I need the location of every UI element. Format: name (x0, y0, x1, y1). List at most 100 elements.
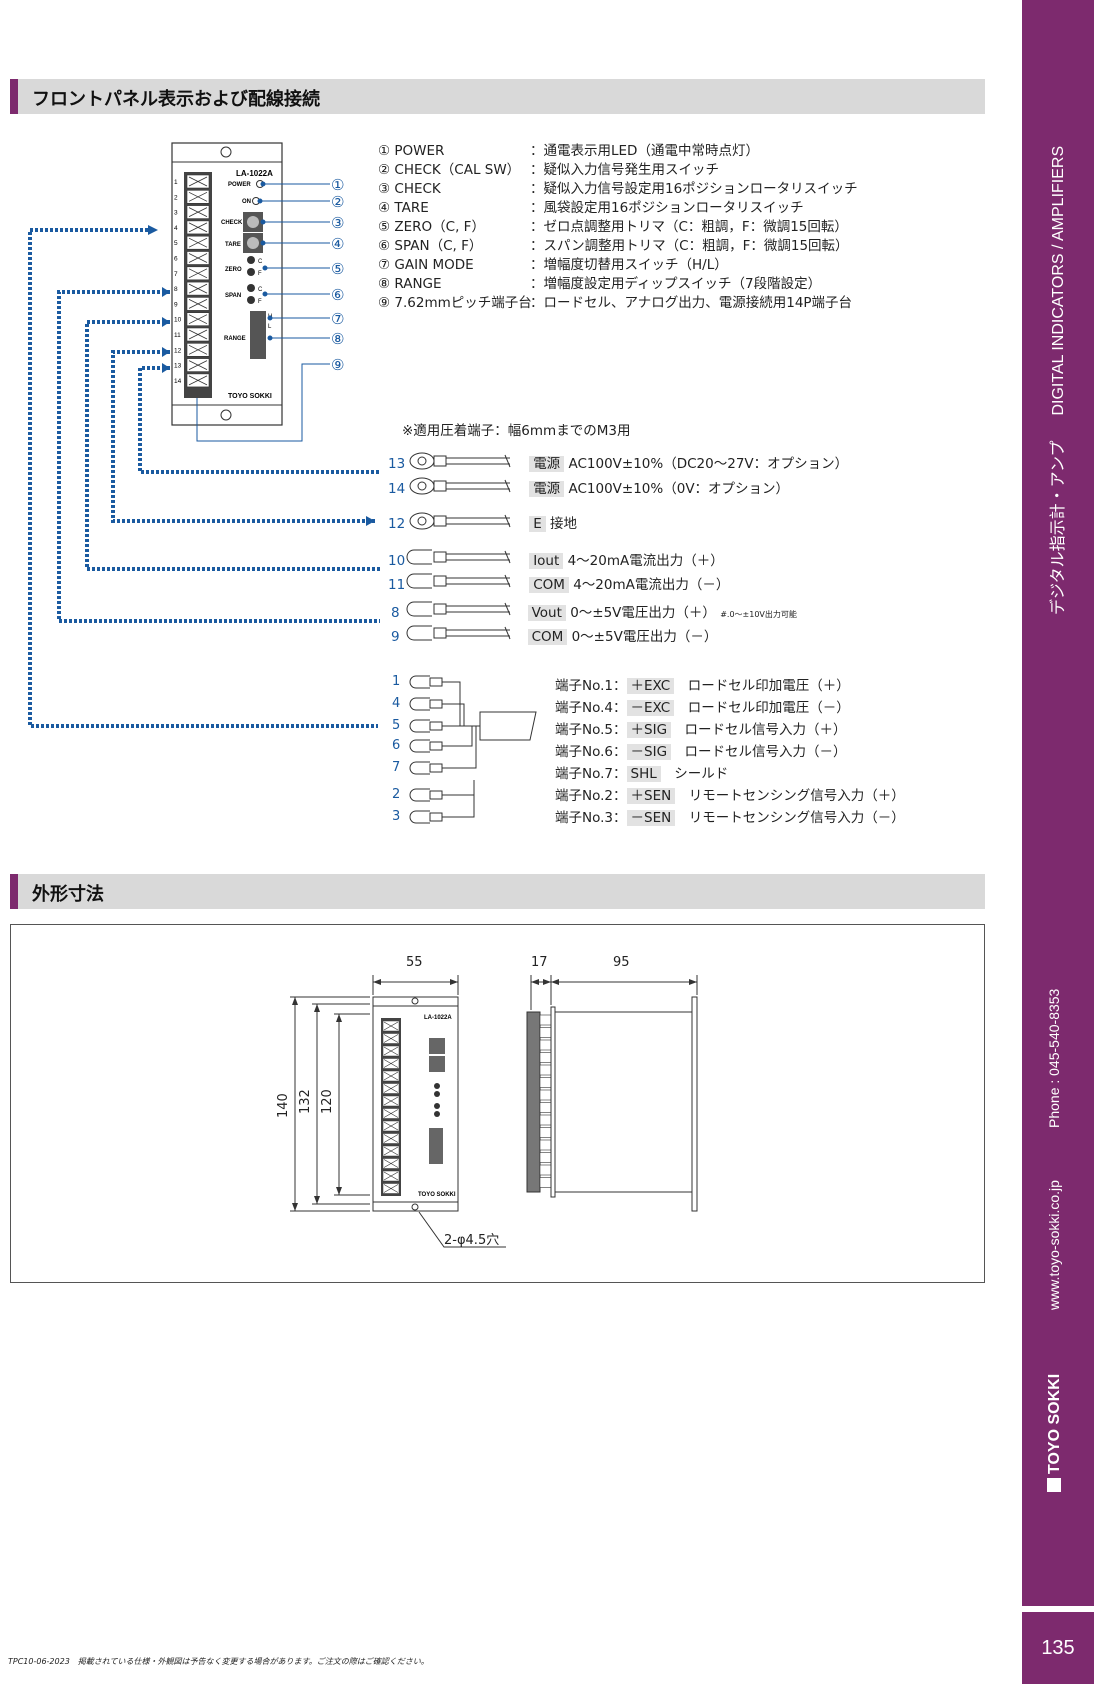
callout-7: ⑦ (331, 310, 344, 328)
fork-terminal-icon (409, 761, 430, 775)
fork-terminal-icon (406, 549, 432, 565)
fork-terminal-icon (406, 573, 432, 589)
dim-55: 55 (406, 955, 423, 970)
panel-tare-label: TARE (225, 242, 241, 248)
terminal-number: 10 (174, 317, 182, 324)
fv-model: LA-1022A (424, 1015, 452, 1021)
range-dip-switch-icon (250, 311, 266, 359)
section-title: 外形寸法 (32, 884, 104, 905)
wiring-diagram: LA-1022A POWER ON CHECK TARE ZERO C F SP… (28, 142, 537, 824)
dim-132: 132 (298, 1089, 313, 1114)
legend-item: ⑦ GAIN MODE：増幅度切替用スイッチ（H/L） (378, 257, 728, 273)
terminal-number: 4 (174, 225, 178, 232)
side-view (526, 996, 698, 1212)
panel-check-label: CHECK (221, 220, 243, 226)
loadcell-cable-icon (479, 711, 537, 741)
callout-3: ③ (331, 214, 344, 232)
dimension-drawing: LA-1022A TOYO SOKKI 55 (276, 955, 698, 1248)
legend-item: ③ CHECK：疑似入力信号設定用16ポジションロータリスイッチ (378, 181, 858, 197)
legend-item: ⑨ 7.62mmピッチ端子台：ロードセル、アナログ出力、電源接続用14P端子台 (378, 295, 853, 311)
fork-terminal-icon (409, 675, 430, 689)
section-header-dimensions: 外形寸法 (10, 874, 985, 909)
legend-item: ④ TARE：風袋設定用16ポジションロータリスイッチ (378, 200, 804, 216)
callout-4: ④ (331, 235, 344, 253)
svg-text:C: C (258, 259, 263, 265)
legend-item: ② CHECK（CAL SW）：疑似入力信号発生用スイッチ (378, 162, 719, 178)
fv-brand: TOYO SOKKI (418, 1192, 456, 1198)
section-header-front-panel: フロントパネル表示および配線接続 (10, 79, 985, 114)
brand-logo-icon (1047, 1478, 1061, 1492)
fork-terminal-icon (406, 625, 432, 641)
side-web: www.toyo-sokki.co.jp (1046, 1180, 1062, 1310)
dim-95: 95 (613, 955, 630, 970)
dim-120: 120 (320, 1089, 335, 1114)
dimension-frame (10, 924, 985, 1283)
pin-row: 端子No.4：－EXC ロードセル印加電圧（－） (555, 700, 850, 716)
fork-terminal-icon (409, 788, 430, 802)
panel-zero-label: ZERO (225, 267, 242, 273)
panel-span-label: SPAN (225, 293, 241, 299)
callout-5: ⑤ (331, 260, 344, 278)
svg-text:F: F (258, 271, 262, 277)
svg-text:F: F (258, 299, 262, 305)
span-c-trimmer-icon (247, 284, 255, 292)
terminal-number: 2 (174, 194, 178, 201)
crimp-note: ※適用圧着端子：幅6mmまでのM3用 (402, 423, 631, 439)
terminal-number: 3 (174, 210, 178, 217)
callout-2: ② (331, 193, 344, 211)
callout-6: ⑥ (331, 286, 344, 304)
terminal-number: 13 (174, 363, 182, 370)
front-panel-module (171, 142, 283, 426)
panel-range-label: RANGE (224, 336, 246, 342)
dim-hole: 2-φ4.5穴 (444, 1233, 499, 1248)
zero-c-trimmer-icon (247, 256, 255, 264)
panel-on-label: ON (242, 199, 251, 205)
fork-terminal-icon (409, 739, 430, 753)
side-band: デジタル指示計・アンプ DIGITAL INDICATORS / AMPLIFI… (1022, 0, 1094, 1606)
fork-terminal-icon (409, 697, 430, 711)
side-title-jp: デジタル指示計・アンプ (1050, 440, 1067, 615)
legend-item: ⑤ ZERO（C, F）：ゼロ点調整用トリマ（C：粗調，F：微調15回転） (378, 219, 848, 235)
section-title: フロントパネル表示および配線接続 (32, 89, 320, 110)
panel-power-label: POWER (228, 182, 251, 188)
fork-terminal-icon (409, 810, 430, 824)
panel-brand: TOYO SOKKI (228, 393, 272, 400)
legend-item: ① POWER：通電表示用LED（通電中常時点灯） (378, 143, 759, 159)
terminal-number: 12 (174, 347, 182, 354)
dim-140: 140 (276, 1093, 291, 1118)
callout-1: ① (331, 176, 344, 194)
dim-17: 17 (531, 955, 548, 970)
fork-terminal-icon (409, 719, 430, 733)
zero-f-trimmer-icon (247, 268, 255, 276)
terminal-number: 8 (174, 286, 178, 293)
svg-text:L: L (268, 324, 272, 330)
terminal-number: 9 (174, 301, 178, 308)
span-f-trimmer-icon (247, 296, 255, 304)
side-phone: Phone : 045-540-8353 (1046, 988, 1062, 1128)
pin-row: 端子No.3：－SEN リモートセンシング信号入力（－） (555, 810, 905, 826)
terminal-number: 5 (174, 240, 178, 247)
pin-row: 端子No.5：＋SIG ロードセル信号入力（＋） (555, 722, 847, 738)
panel-model: LA-1022A (236, 169, 273, 178)
pin-row: 端子No.7：SHL シールド (555, 766, 729, 782)
pin-row: 端子No.1：＋EXC ロードセル印加電圧（＋） (555, 678, 850, 694)
terminal-number: 14 (174, 378, 182, 385)
terminal-number: 1 (174, 179, 178, 186)
pin-row: 端子No.6：－SIG ロードセル信号入力（－） (555, 744, 847, 760)
callout-9: ⑨ (331, 356, 344, 374)
pin-row: 端子No.2：＋SEN リモートセンシング信号入力（＋） (555, 788, 905, 804)
front-view (372, 996, 459, 1212)
callout-8: ⑧ (331, 330, 344, 348)
side-title-en: DIGITAL INDICATORS / AMPLIFIERS (1050, 145, 1067, 416)
terminal-number: 6 (174, 256, 178, 263)
legend-item: ⑧ RANGE：増幅度設定用ディップスイッチ（7段階設定） (378, 276, 822, 292)
footer-note: TPC10-06-2023 掲載されている仕様・外観図は予告なく変更する場合があ… (8, 1657, 429, 1666)
terminal-number: 11 (174, 332, 181, 339)
